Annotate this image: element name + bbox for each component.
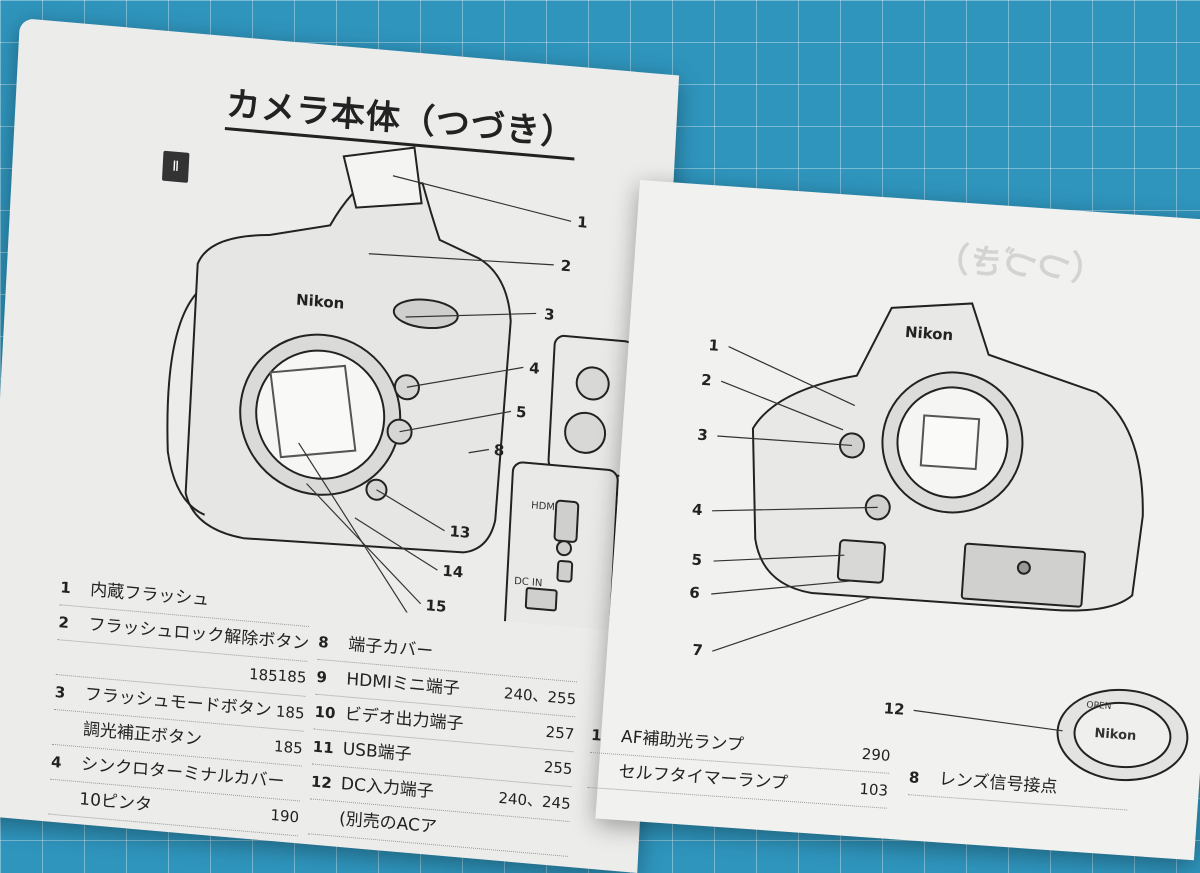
callout-r3: 3 (697, 426, 709, 445)
left-page: カメラ本体（つづき） Ⅱ Nikon (0, 18, 680, 873)
callout-14: 14 (442, 562, 464, 582)
camera-bottom-diagram: Nikon Nikon OPEN 1 2 3 4 5 6 7 12 (689, 302, 1189, 782)
cap-open-label: OPEN (1086, 700, 1112, 712)
callout-r4: 4 (692, 500, 704, 519)
callout-16: 16 (424, 624, 446, 634)
dc-in-label: DC IN (514, 576, 543, 589)
callout-3: 3 (544, 305, 555, 324)
camera-front-diagram: Nikon HDMI DC IN (166, 146, 640, 634)
callout-5: 5 (516, 403, 527, 422)
callout-8: 8 (493, 441, 504, 460)
camera-body-outline (166, 146, 512, 554)
callout-r1: 1 (708, 336, 720, 355)
camera-bottom-outline (751, 302, 1144, 612)
callout-4: 4 (529, 359, 540, 378)
callout-2: 2 (560, 257, 571, 276)
callout-r6: 6 (689, 583, 701, 602)
callout-1: 1 (577, 213, 588, 232)
callout-r7: 7 (692, 641, 704, 660)
camera-brand-logo-top: Nikon (904, 323, 953, 344)
cap-logo: Nikon (1094, 726, 1137, 744)
leader-lines-right (711, 346, 1063, 732)
callout-r12: 12 (883, 699, 905, 718)
callout-r5: 5 (691, 551, 703, 570)
leader-lines (298, 175, 572, 632)
callout-15: 15 (425, 596, 447, 616)
callout-13: 13 (449, 522, 471, 542)
right-page: （つづき） Nikon Nikon OPEN (587, 180, 1200, 861)
camera-brand-logo: Nikon (296, 291, 345, 313)
callout-r2: 2 (701, 371, 713, 390)
port-inset-bottom (503, 461, 619, 634)
hdmi-port-label: HDMI (531, 500, 558, 513)
